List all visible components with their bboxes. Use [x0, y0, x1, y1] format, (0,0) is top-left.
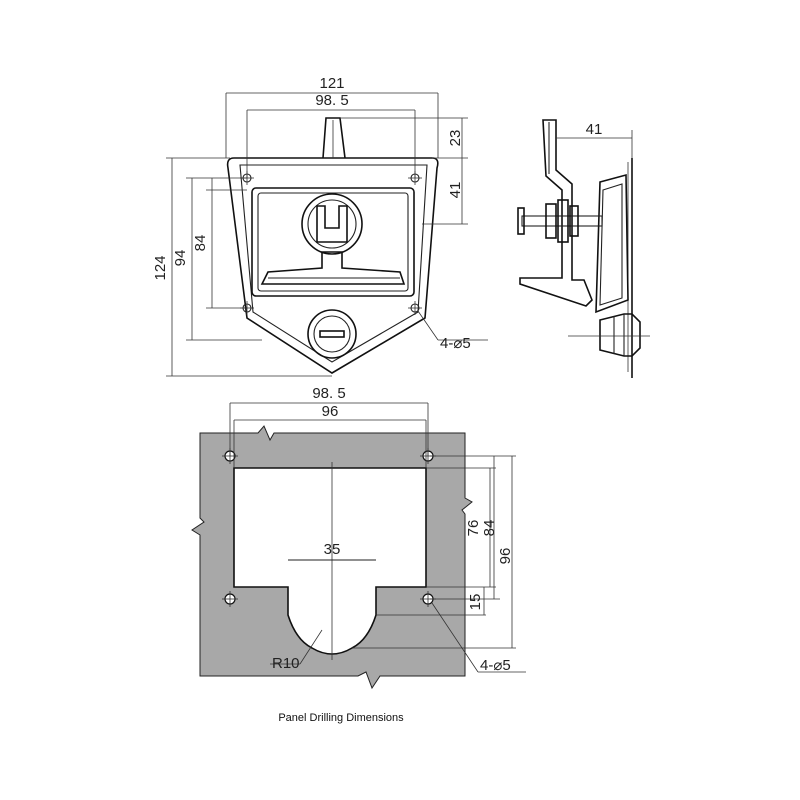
dim-label-98-5-cutout: 98. 5	[312, 385, 345, 402]
side-view: 41	[517, 119, 650, 378]
top-boss	[322, 117, 346, 159]
dim-cutout-inner-width: 96	[233, 403, 427, 468]
panel-cutout	[233, 467, 427, 655]
dim-label-holes-cutout: 4-⌀5	[480, 657, 511, 674]
latch-housing	[595, 173, 629, 314]
lock-cylinder	[307, 309, 357, 359]
cutout-view: 98. 5 96 35 R10	[191, 385, 526, 724]
dim-depth: 41	[556, 121, 633, 158]
dim-label-121: 121	[319, 75, 344, 92]
dim-label-124: 124	[152, 255, 169, 280]
dim-label-15: 15	[467, 594, 484, 611]
dim-cutout-outer-width: 98. 5	[229, 385, 429, 456]
handle-pivot	[301, 193, 363, 255]
dim-label-96-side: 96	[497, 548, 514, 565]
callout-radius: R10	[270, 629, 323, 672]
dim-label-23: 23	[447, 130, 464, 147]
handle-recess	[251, 187, 415, 297]
dim-label-41-side: 41	[586, 121, 603, 138]
dim-label-holes-front: 4-⌀5	[440, 335, 471, 352]
dim-label-76: 76	[465, 520, 482, 537]
front-view: 121 98. 5 23 41 124	[152, 75, 488, 377]
dim-label-84-cutout: 84	[481, 520, 498, 537]
latch-plate-outline	[226, 157, 439, 374]
callout-holes-cutout: 4-⌀5	[431, 602, 526, 674]
caption-panel-drilling: Panel Drilling Dimensions	[278, 712, 404, 724]
shaft	[521, 215, 603, 227]
t-handle-bar	[260, 251, 406, 285]
dim-label-35: 35	[324, 541, 341, 558]
dim-label-41-front: 41	[447, 182, 464, 199]
dim-label-r10: R10	[272, 655, 300, 672]
handle-arm	[519, 119, 593, 307]
dim-right-vertical: 23 41	[340, 117, 468, 225]
dim-label-96-top: 96	[322, 403, 339, 420]
dim-hole-spacing-width: 98. 5	[246, 92, 416, 178]
dim-left-vertical: 124 94 84	[152, 157, 332, 377]
dim-label-98-5-top: 98. 5	[315, 92, 348, 109]
latch-plate-inner-outline	[239, 164, 428, 363]
dim-cutout-right: 76 84 96 15	[352, 455, 516, 649]
lock-cylinder-side	[599, 313, 641, 357]
callout-holes-front: 4-⌀5	[417, 310, 488, 352]
dim-overall-width: 121	[225, 75, 439, 158]
dim-slot-width: 35	[288, 541, 376, 561]
dim-label-84-front: 84	[192, 235, 209, 252]
dim-label-94: 94	[172, 250, 189, 267]
